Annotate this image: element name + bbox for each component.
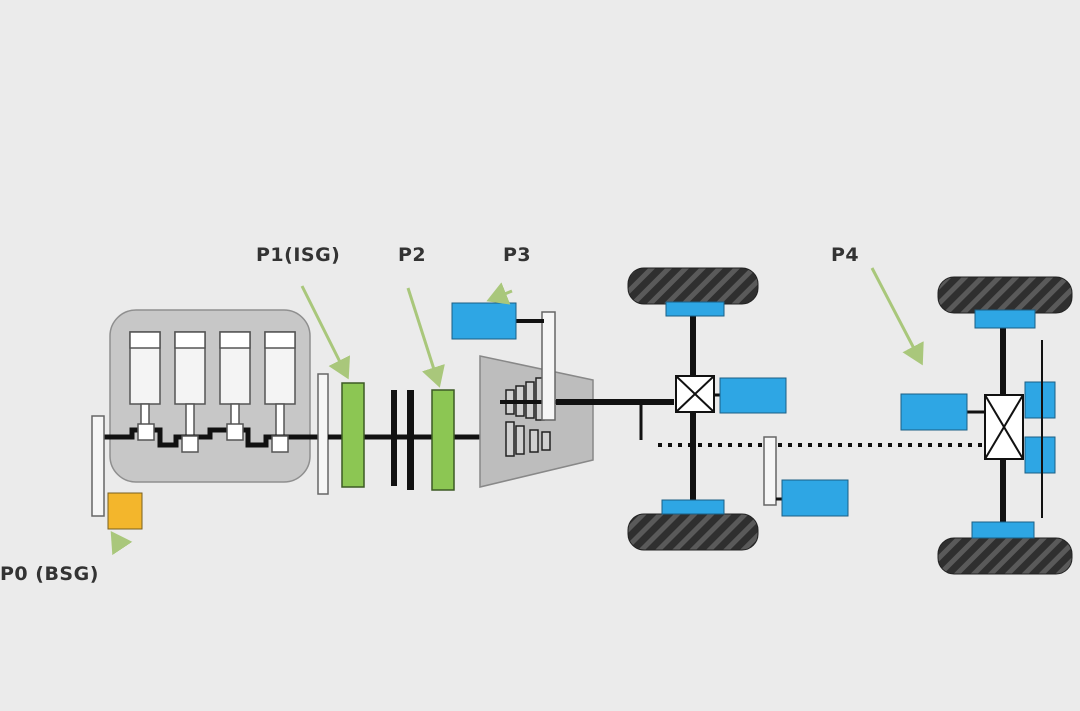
label-p0: P0 (BSG) xyxy=(0,563,99,585)
rear-wheel-motor xyxy=(1024,436,1056,474)
rear-wheel-motor xyxy=(1024,381,1056,419)
differential-x-icon xyxy=(675,375,715,413)
flywheel xyxy=(317,373,329,495)
label-p4: P4 xyxy=(831,244,859,266)
label-p2: P2 xyxy=(398,244,426,266)
crank-journal xyxy=(271,435,289,453)
p1-isg-motor xyxy=(341,382,365,488)
p0-bsg-motor xyxy=(107,492,143,530)
front-hub-motor xyxy=(661,499,725,515)
crank-journal xyxy=(181,435,199,453)
rear-hub-motor xyxy=(974,309,1036,329)
mid-motor xyxy=(781,479,849,517)
front-pulley xyxy=(91,415,105,517)
tire-tread-icon xyxy=(627,267,759,305)
tire-tread-icon xyxy=(627,513,759,551)
crank-journal xyxy=(137,423,155,441)
clutch-plate xyxy=(407,390,414,490)
tire-tread-icon xyxy=(937,537,1073,575)
p3-belt xyxy=(541,311,556,421)
label-p3: P3 xyxy=(503,244,531,266)
p3-arrow xyxy=(486,282,513,305)
piston-icon xyxy=(219,331,251,427)
crank-journal xyxy=(226,423,244,441)
p4-rear-motor xyxy=(900,393,968,431)
tire-tread-icon xyxy=(937,276,1073,314)
piston-icon xyxy=(174,331,206,441)
p2-arrow xyxy=(406,287,445,388)
clutch-plate xyxy=(391,390,397,486)
front-axle-motor xyxy=(719,377,787,414)
rear-hub-motor xyxy=(971,521,1035,539)
mid-belt xyxy=(763,436,777,506)
piston-icon xyxy=(129,331,161,427)
p2-motor xyxy=(431,389,455,491)
p3-motor xyxy=(451,302,517,340)
front-hub-motor xyxy=(665,301,725,317)
p4-arrow xyxy=(870,267,924,366)
label-p1: P1(ISG) xyxy=(256,244,340,266)
gearbox-housing xyxy=(479,355,594,488)
p1-arrow xyxy=(300,285,351,380)
p0-arrow xyxy=(110,531,133,556)
differential-x-icon xyxy=(984,394,1024,460)
